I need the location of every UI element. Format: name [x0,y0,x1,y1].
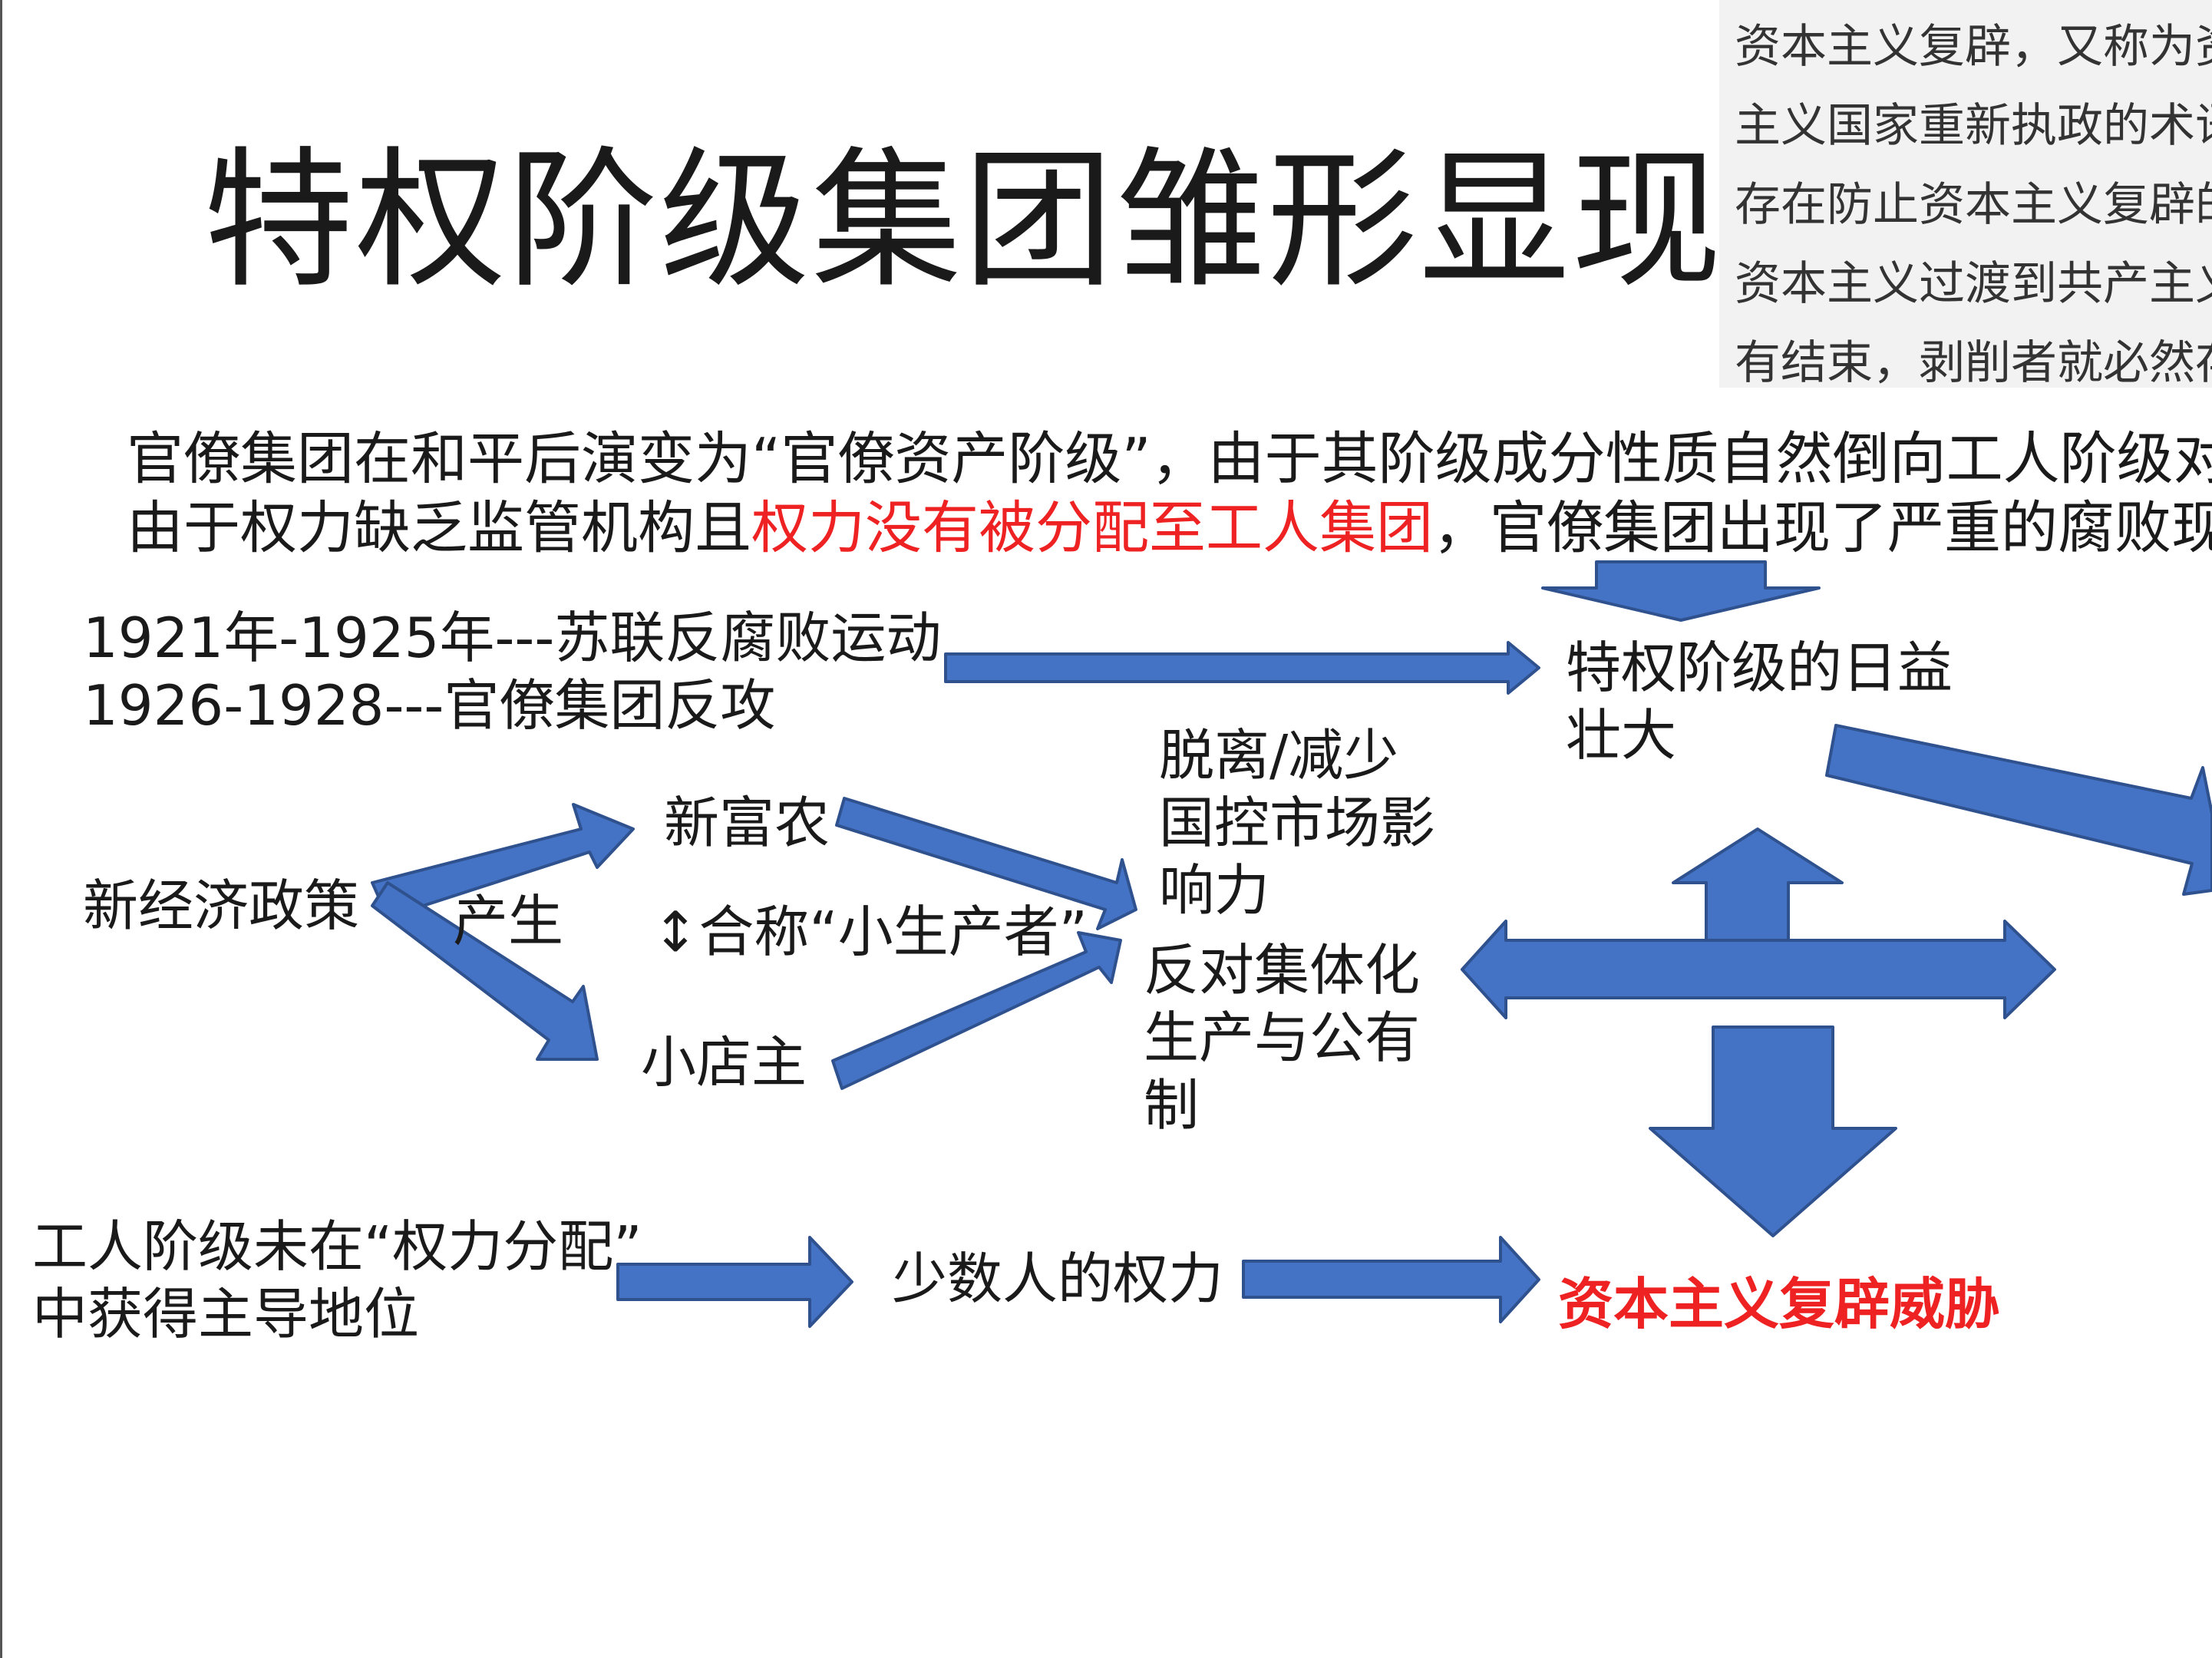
note-line-3: 存在防止资本主义复辟的 [1735,178,2212,232]
arrow-minority-to-threat [1242,1236,1540,1323]
small-producers-label: ↕合称“小生产者” [652,900,1088,964]
arrow-down-to-threat [1649,1026,1897,1237]
minority-power-node: 少数人的权力 [892,1247,1224,1311]
oppose-line-2: 生产与公有 [1144,1006,1421,1070]
oppose-line-1: 反对集体化 [1144,938,1421,1002]
intro-line-2-start: 由于权力缺乏监管机构且 [127,495,751,561]
arrow-nep-to-shopkeeper [371,881,599,1061]
timeline-line-2: 1926-1928---官僚集团反攻 [83,673,776,738]
new-rich-peasant-node: 新富农 [664,791,830,855]
arrow-workers-to-minority [616,1236,853,1328]
oppose-line-3: 制 [1144,1073,1200,1138]
detach-market-node: 脱离/减少 国控市场影 响力 [1159,722,1435,924]
note-line-4: 资本主义过渡到共产主义 [1735,257,2212,311]
note-line-1: 资本主义复辟，又称为资 [1735,20,2212,74]
arrow-double-horizontal [1461,920,2056,1019]
workers-line-2: 中获得主导地位 [32,1282,420,1346]
detach-line-3: 响力 [1159,858,1270,923]
nep-node: 新经济政策 [83,874,360,938]
workers-node: 工人阶级未在“权力分配” 中获得主导地位 [32,1213,642,1348]
intro-line-2: 由于权力缺乏监管机构且权力没有被分配至工人集团，官僚集团出现了严重的腐败现 [127,482,2212,564]
intro-line-2-end: ，官僚集团出现了严重的腐败现 [1433,495,2212,561]
detach-line-1: 脱离/减少 [1159,723,1399,788]
capitalist-restoration-threat: 资本主义复辟威胁 [1558,1272,2001,1336]
note-line-5: 有结束，剥削者就必然存 [1735,336,2212,388]
produce-label: 产生 [453,889,564,953]
intro-line-2-highlight: 权力没有被分配至工人集团 [751,495,1433,561]
privileged-line-1: 特权阶级的日益 [1566,636,1953,700]
privileged-class-node: 特权阶级的日益 壮大 [1566,634,1953,769]
arrow-rich-peasant-to-detach [835,797,1137,930]
arrow-timeline-right [944,641,1540,695]
detach-line-2: 国控市场影 [1159,791,1436,855]
left-edge-divider [0,0,2,1658]
privileged-line-2: 壮大 [1566,703,1677,768]
oppose-collectivization-node: 反对集体化 生产与公有 制 [1144,936,1420,1139]
arrow-shopkeeper-to-oppose [831,931,1122,1090]
arrow-up-from-hub [1672,827,1844,942]
note-panel: 资本主义复辟，又称为资 主义国家重新执政的术语 存在防止资本主义复辟的 资本主义… [1719,0,2212,388]
arrow-intro-down [1541,560,1821,622]
workers-line-1: 工人阶级未在“权力分配” [32,1214,642,1279]
slide-title: 特权阶级集团雏形显现 [203,134,1724,309]
note-line-2: 主义国家重新执政的术语 [1735,99,2212,153]
intro-line-1: 官僚集团在和平后演变为“官僚资产阶级”，由于其阶级成分性质自然倒向工人阶级对立 [127,426,2212,492]
timeline-line-1: 1921年-1925年---苏联反腐败运动 [83,606,942,670]
shopkeeper-node: 小店主 [641,1030,807,1095]
arrow-privileged-right [1825,724,2212,896]
